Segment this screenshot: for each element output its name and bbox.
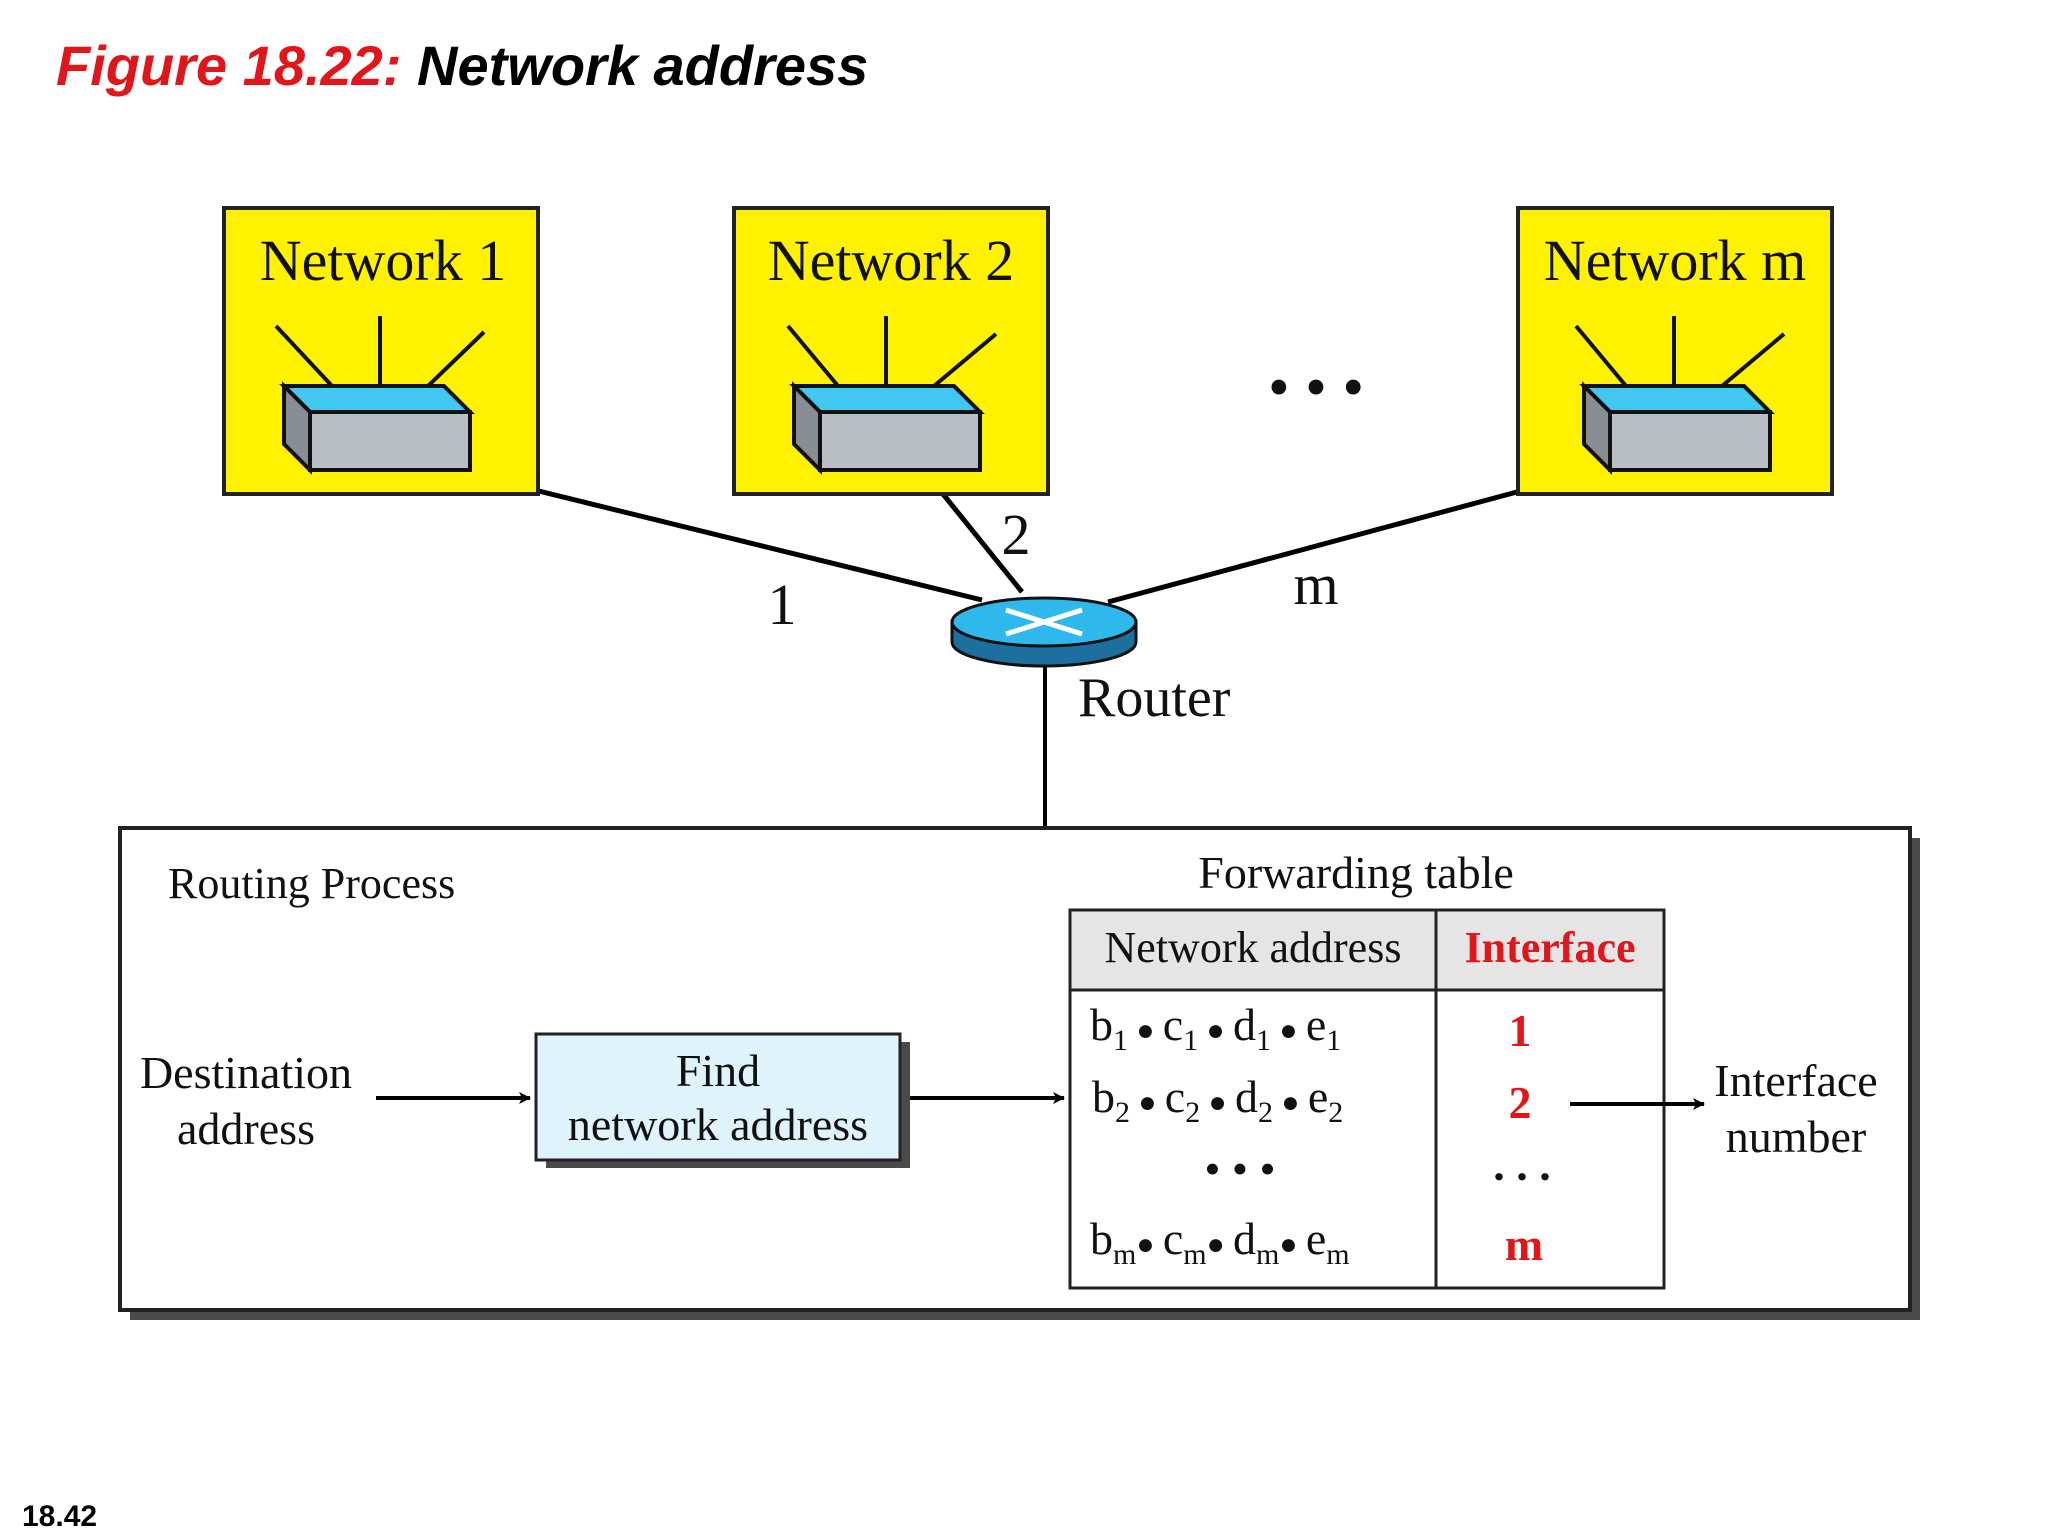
row-m-interface: m xyxy=(1505,1219,1543,1270)
table-row: • • • . . . xyxy=(1204,1139,1550,1194)
interface-number-label-line1: Interface xyxy=(1714,1055,1877,1106)
find-process-box xyxy=(534,1032,902,1162)
find-process-label-line2: network address xyxy=(568,1099,868,1150)
switch-icon xyxy=(1574,316,1786,475)
network-2-group: Network 2 xyxy=(732,206,1050,496)
network-2-label: Network 2 xyxy=(768,228,1014,293)
row-2-interface: 2 xyxy=(1509,1077,1532,1128)
find-process-label-line1: Find xyxy=(676,1045,760,1096)
router-label: Router xyxy=(1078,667,1231,729)
destination-address-label-line2: address xyxy=(177,1103,315,1154)
switch-icon xyxy=(786,316,998,475)
forwarding-table: Network address Interface b1 ● c1 ● d1 ●… xyxy=(1068,908,1666,1290)
row-m-network-address: bm● cm● dm● em xyxy=(1090,1213,1350,1271)
network-1-group: Network 1 xyxy=(222,206,540,496)
link-label-2: 2 xyxy=(1002,502,1031,567)
row-ellipsis-interface: . . . xyxy=(1493,1139,1551,1190)
network-m-group: Network m xyxy=(1516,206,1834,496)
switch-icon xyxy=(274,316,486,475)
row-1-network-address: b1 ● c1 ● d1 ● e1 xyxy=(1090,999,1341,1057)
slide-number: 18.42 xyxy=(22,1500,98,1533)
figure-label: Figure 18.22: xyxy=(56,34,402,97)
table-header-interface: Interface xyxy=(1464,923,1635,972)
slide-title: Figure 18.22: Network address xyxy=(56,38,868,94)
network-1-label: Network 1 xyxy=(260,228,506,293)
table-header-interface-cell xyxy=(1434,908,1666,992)
forwarding-table-caption: Forwarding table xyxy=(1198,847,1514,898)
network-m-label: Network m xyxy=(1544,228,1807,293)
routing-process-title: Routing Process xyxy=(168,859,455,908)
destination-address-label-line1: Destination xyxy=(140,1047,352,1098)
table-body-interface-cell xyxy=(1434,988,1666,1290)
table-row: b2 ● c2 ● d2 ● e2 2 xyxy=(1092,1071,1532,1129)
link-label-m: m xyxy=(1293,552,1338,617)
router-icon xyxy=(950,596,1138,668)
interface-number-label-line2: number xyxy=(1726,1111,1867,1162)
row-1-interface: 1 xyxy=(1509,1005,1532,1056)
row-2-network-address: b2 ● c2 ● d2 ● e2 xyxy=(1092,1071,1343,1129)
figure-title-text: Network address xyxy=(401,34,869,97)
table-row: b1 ● c1 ● d1 ● e1 1 xyxy=(1090,999,1532,1057)
row-ellipsis-network-address: • • • xyxy=(1204,1143,1275,1194)
networks-ellipsis: • • • xyxy=(1268,354,1364,422)
table-header-network-address: Network address xyxy=(1105,923,1402,972)
table-row: bm● cm● dm● em m xyxy=(1090,1213,1543,1271)
link-label-1: 1 xyxy=(768,572,797,637)
table-header-address-cell xyxy=(1068,908,1438,992)
